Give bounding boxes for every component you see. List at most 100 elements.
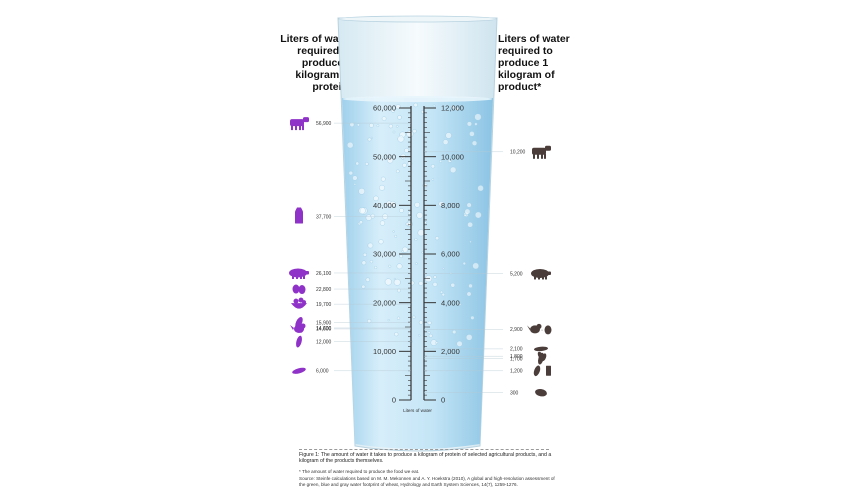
- left-tick-label: 20,000: [373, 298, 396, 307]
- bubble: [466, 121, 472, 127]
- pig-icon: [531, 268, 551, 280]
- bubble: [407, 221, 413, 227]
- data-points: 56,90037,70026,10022,80019,70015,90014,8…: [289, 117, 552, 397]
- bubble: [387, 319, 390, 322]
- bubble: [454, 106, 460, 112]
- left-tick-label: 60,000: [373, 104, 396, 113]
- bubble: [440, 290, 444, 294]
- bubble: [462, 261, 466, 266]
- data-label: 12,000: [316, 339, 332, 345]
- bubble: [406, 130, 414, 138]
- bubble: [432, 281, 438, 287]
- bubble: [469, 131, 475, 137]
- bubble: [432, 104, 436, 108]
- bubble: [370, 213, 376, 219]
- caption-source: Source: Steinfe calculations based on M.…: [299, 476, 555, 487]
- bubble: [356, 123, 360, 127]
- data-label: 2,900: [510, 327, 523, 333]
- bubble: [467, 221, 473, 228]
- chicken-egg-icon: ·: [527, 323, 552, 335]
- data-label: 56,900: [316, 121, 332, 127]
- bubble: [466, 202, 472, 208]
- pea-pod-icon: [292, 367, 306, 374]
- data-label: 1,700: [510, 356, 523, 362]
- data-point-product-2: 5,200: [424, 268, 551, 280]
- bubble: [369, 260, 373, 264]
- right-tick-label: 8,000: [441, 201, 460, 210]
- figure-caption: Figure 1: The amount of water it takes t…: [299, 452, 552, 465]
- bubble: [358, 187, 366, 195]
- bubble: [416, 212, 424, 219]
- bubble: [397, 288, 401, 293]
- bubble: [402, 162, 407, 168]
- cow-icon: [290, 117, 309, 131]
- bubble: [463, 214, 467, 217]
- bubble: [391, 108, 396, 113]
- bubble: [441, 292, 445, 297]
- milk-corn-icon: [533, 365, 551, 377]
- bubble: [428, 333, 433, 338]
- axis-caption: Liters of water: [403, 408, 432, 413]
- bubble: [353, 183, 357, 186]
- bubble: [474, 211, 482, 219]
- bubble: [395, 169, 400, 174]
- data-label: 10,200: [510, 150, 526, 156]
- data-point-product-3: 2,900 ·: [424, 323, 552, 335]
- left-tick-label: 10,000: [373, 347, 396, 356]
- data-point-product-8: 300: [424, 389, 547, 397]
- data-label: 15,900: [316, 320, 332, 326]
- data-label: 5,200: [510, 271, 523, 277]
- bubble: [466, 291, 472, 297]
- bubble: [445, 132, 452, 139]
- bubble: [381, 116, 387, 121]
- right-tick-label: 12,000: [441, 104, 464, 113]
- bubble: [399, 208, 404, 213]
- bubble: [379, 184, 385, 191]
- bubble: [378, 239, 384, 245]
- bubble: [449, 166, 457, 174]
- water-fill: [342, 98, 493, 449]
- bubble: [442, 267, 445, 270]
- bubble: [367, 242, 374, 249]
- bubble: [458, 302, 462, 306]
- bubble: [421, 251, 424, 254]
- bubble: [355, 161, 360, 166]
- data-point-product-1: 10,200: [424, 145, 551, 159]
- bubble: [427, 320, 432, 325]
- bubble: [468, 283, 473, 289]
- bubble: [450, 104, 456, 110]
- bubble: [376, 124, 380, 127]
- bubble: [369, 123, 374, 128]
- bubble: [413, 102, 418, 108]
- bubble: [359, 220, 363, 225]
- bubble: [414, 237, 418, 241]
- bubble: [472, 262, 480, 270]
- pig-icon: [289, 268, 309, 279]
- left-tick-label: 30,000: [373, 250, 396, 259]
- bubble: [374, 266, 378, 270]
- bubble: [433, 275, 437, 279]
- bubble: [450, 282, 456, 288]
- bubble: [388, 124, 393, 129]
- bubble: [373, 195, 379, 202]
- bubble: [384, 278, 392, 286]
- bubble: [393, 277, 396, 281]
- bubble: [361, 284, 366, 289]
- caption-note: * The amount of water required to produc…: [299, 469, 420, 474]
- data-point-product-7: 1,200: [424, 365, 551, 377]
- cow-icon: [532, 145, 551, 159]
- data-label: 2,100: [510, 347, 523, 353]
- bubble: [469, 240, 472, 243]
- bubble: [415, 262, 418, 265]
- bubble: [370, 136, 373, 139]
- bubble: [365, 277, 370, 282]
- bubble: [399, 254, 403, 259]
- bubble: [464, 208, 471, 215]
- bubble: [394, 234, 398, 238]
- bubble: [418, 334, 421, 337]
- bubble: [396, 125, 399, 128]
- chicken-icon: [290, 323, 306, 333]
- data-point-protein-5: 19,700: [291, 297, 411, 309]
- bubble: [392, 130, 396, 134]
- data-point-protein-9: 12,000: [296, 335, 411, 348]
